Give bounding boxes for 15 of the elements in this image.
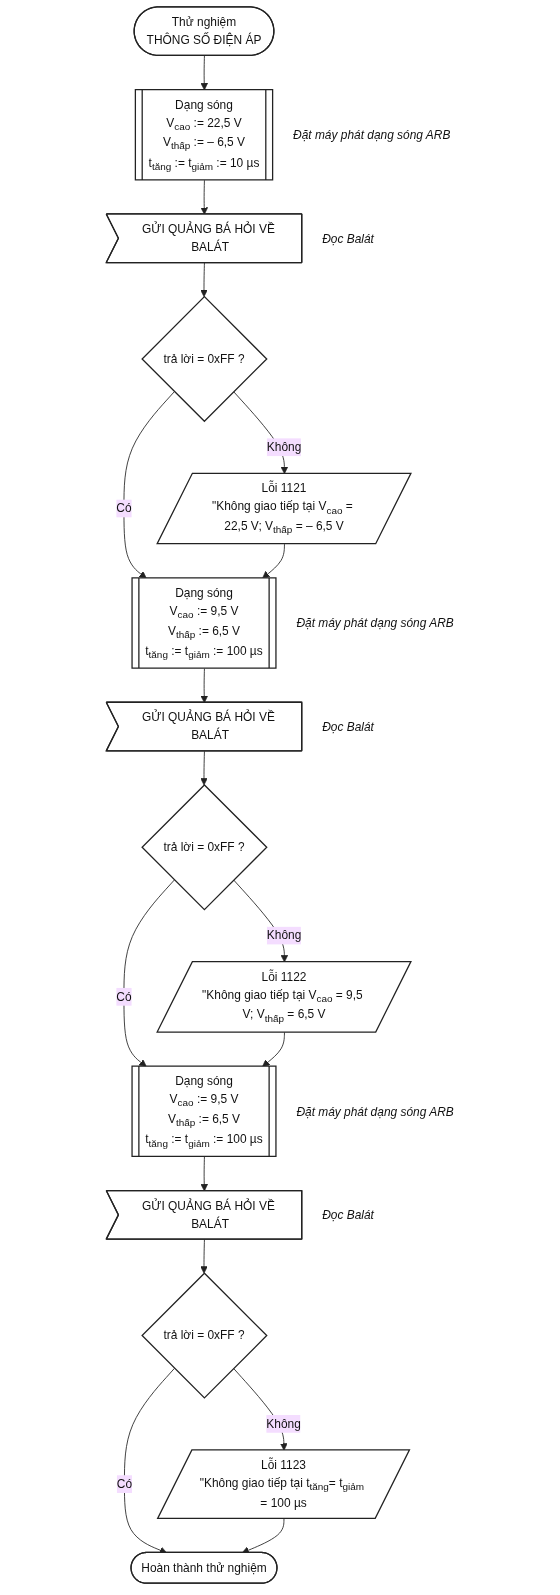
edge-label: Không [266, 440, 302, 454]
node-diamond: trả lời = 0xFF ? [141, 295, 268, 423]
edge-label: Không [266, 1416, 301, 1431]
edge-label: Có [116, 501, 132, 515]
edge-label: Có [116, 1476, 133, 1491]
edge-label: Không [266, 928, 302, 942]
node-diamond: trả lời = 0xFF ? [141, 784, 268, 911]
edge-label: Có [116, 989, 132, 1004]
annotation-text: Đọc Balát [322, 719, 374, 734]
annotation-text: Đặt máy phát dạng sóng ARB [293, 127, 451, 142]
annotation-text: Đặt máy phát dạng sóng ARB [296, 1104, 454, 1119]
node-diamond: trả lời = 0xFF ? [141, 1272, 268, 1399]
annotation-text: Đặt máy phát dạng sóng ARB [296, 616, 454, 631]
annotation-text: Đọc Balát [322, 231, 374, 246]
annotation-text: Đọc Balát [322, 1208, 374, 1223]
